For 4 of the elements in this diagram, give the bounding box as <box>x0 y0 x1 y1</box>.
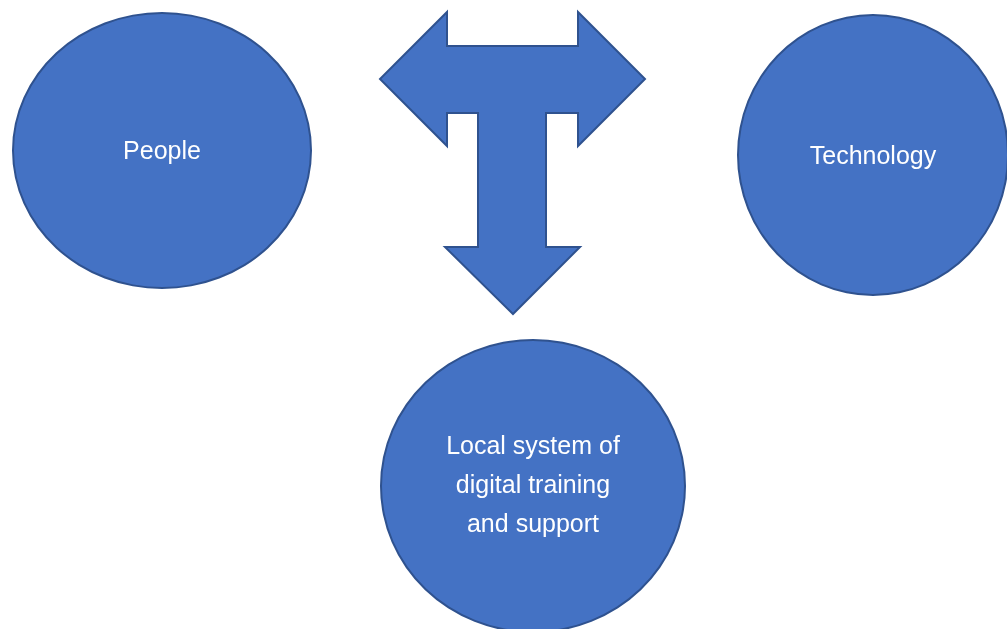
block-arrow <box>378 9 647 316</box>
circle-label: Technology <box>809 139 937 171</box>
circle-label: Local system of digital training and support <box>445 429 621 539</box>
circle-label: People <box>123 135 201 166</box>
